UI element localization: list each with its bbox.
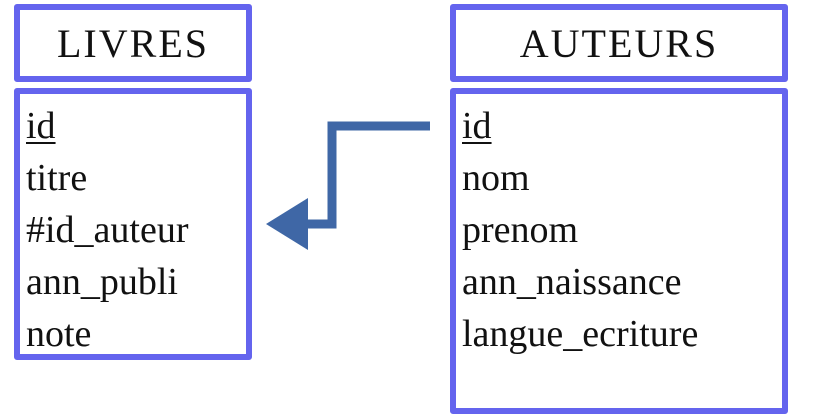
field-livres-id-auteur: #id_auteur — [26, 209, 189, 251]
field-auteurs-nom: nom — [462, 157, 530, 199]
table-auteurs-title: AUTEURS — [519, 20, 719, 66]
field-auteurs-prenom: prenom — [462, 209, 579, 251]
relation-line — [298, 121, 430, 229]
field-livres-titre: titre — [26, 157, 88, 199]
field-auteurs-id: id — [462, 100, 698, 152]
table-auteurs-body: id nom prenom ann_naissance langue_ecrit… — [450, 88, 788, 414]
primary-key-label: id — [26, 105, 56, 147]
table-auteurs-header: AUTEURS — [450, 4, 788, 82]
field-livres-note: note — [26, 313, 92, 355]
table-livres: LIVRES id titre #id_auteur ann_publi not… — [14, 4, 252, 360]
table-auteurs-fields: id nom prenom ann_naissance langue_ecrit… — [462, 100, 698, 360]
field-auteurs-ann-naissance: ann_naissance — [462, 261, 682, 303]
primary-key-label: id — [462, 105, 492, 147]
field-livres-ann-publi: ann_publi — [26, 261, 178, 303]
table-auteurs: AUTEURS id nom prenom ann_naissance lang… — [450, 4, 788, 414]
field-auteurs-langue-ecriture: langue_ecriture — [462, 313, 699, 355]
table-livres-fields: id titre #id_auteur ann_publi note — [26, 100, 189, 360]
relation-arrowhead — [266, 198, 308, 250]
table-livres-body: id titre #id_auteur ann_publi note — [14, 88, 252, 360]
table-livres-header: LIVRES — [14, 4, 252, 82]
table-livres-title: LIVRES — [57, 20, 209, 66]
field-livres-id: id — [26, 100, 189, 152]
